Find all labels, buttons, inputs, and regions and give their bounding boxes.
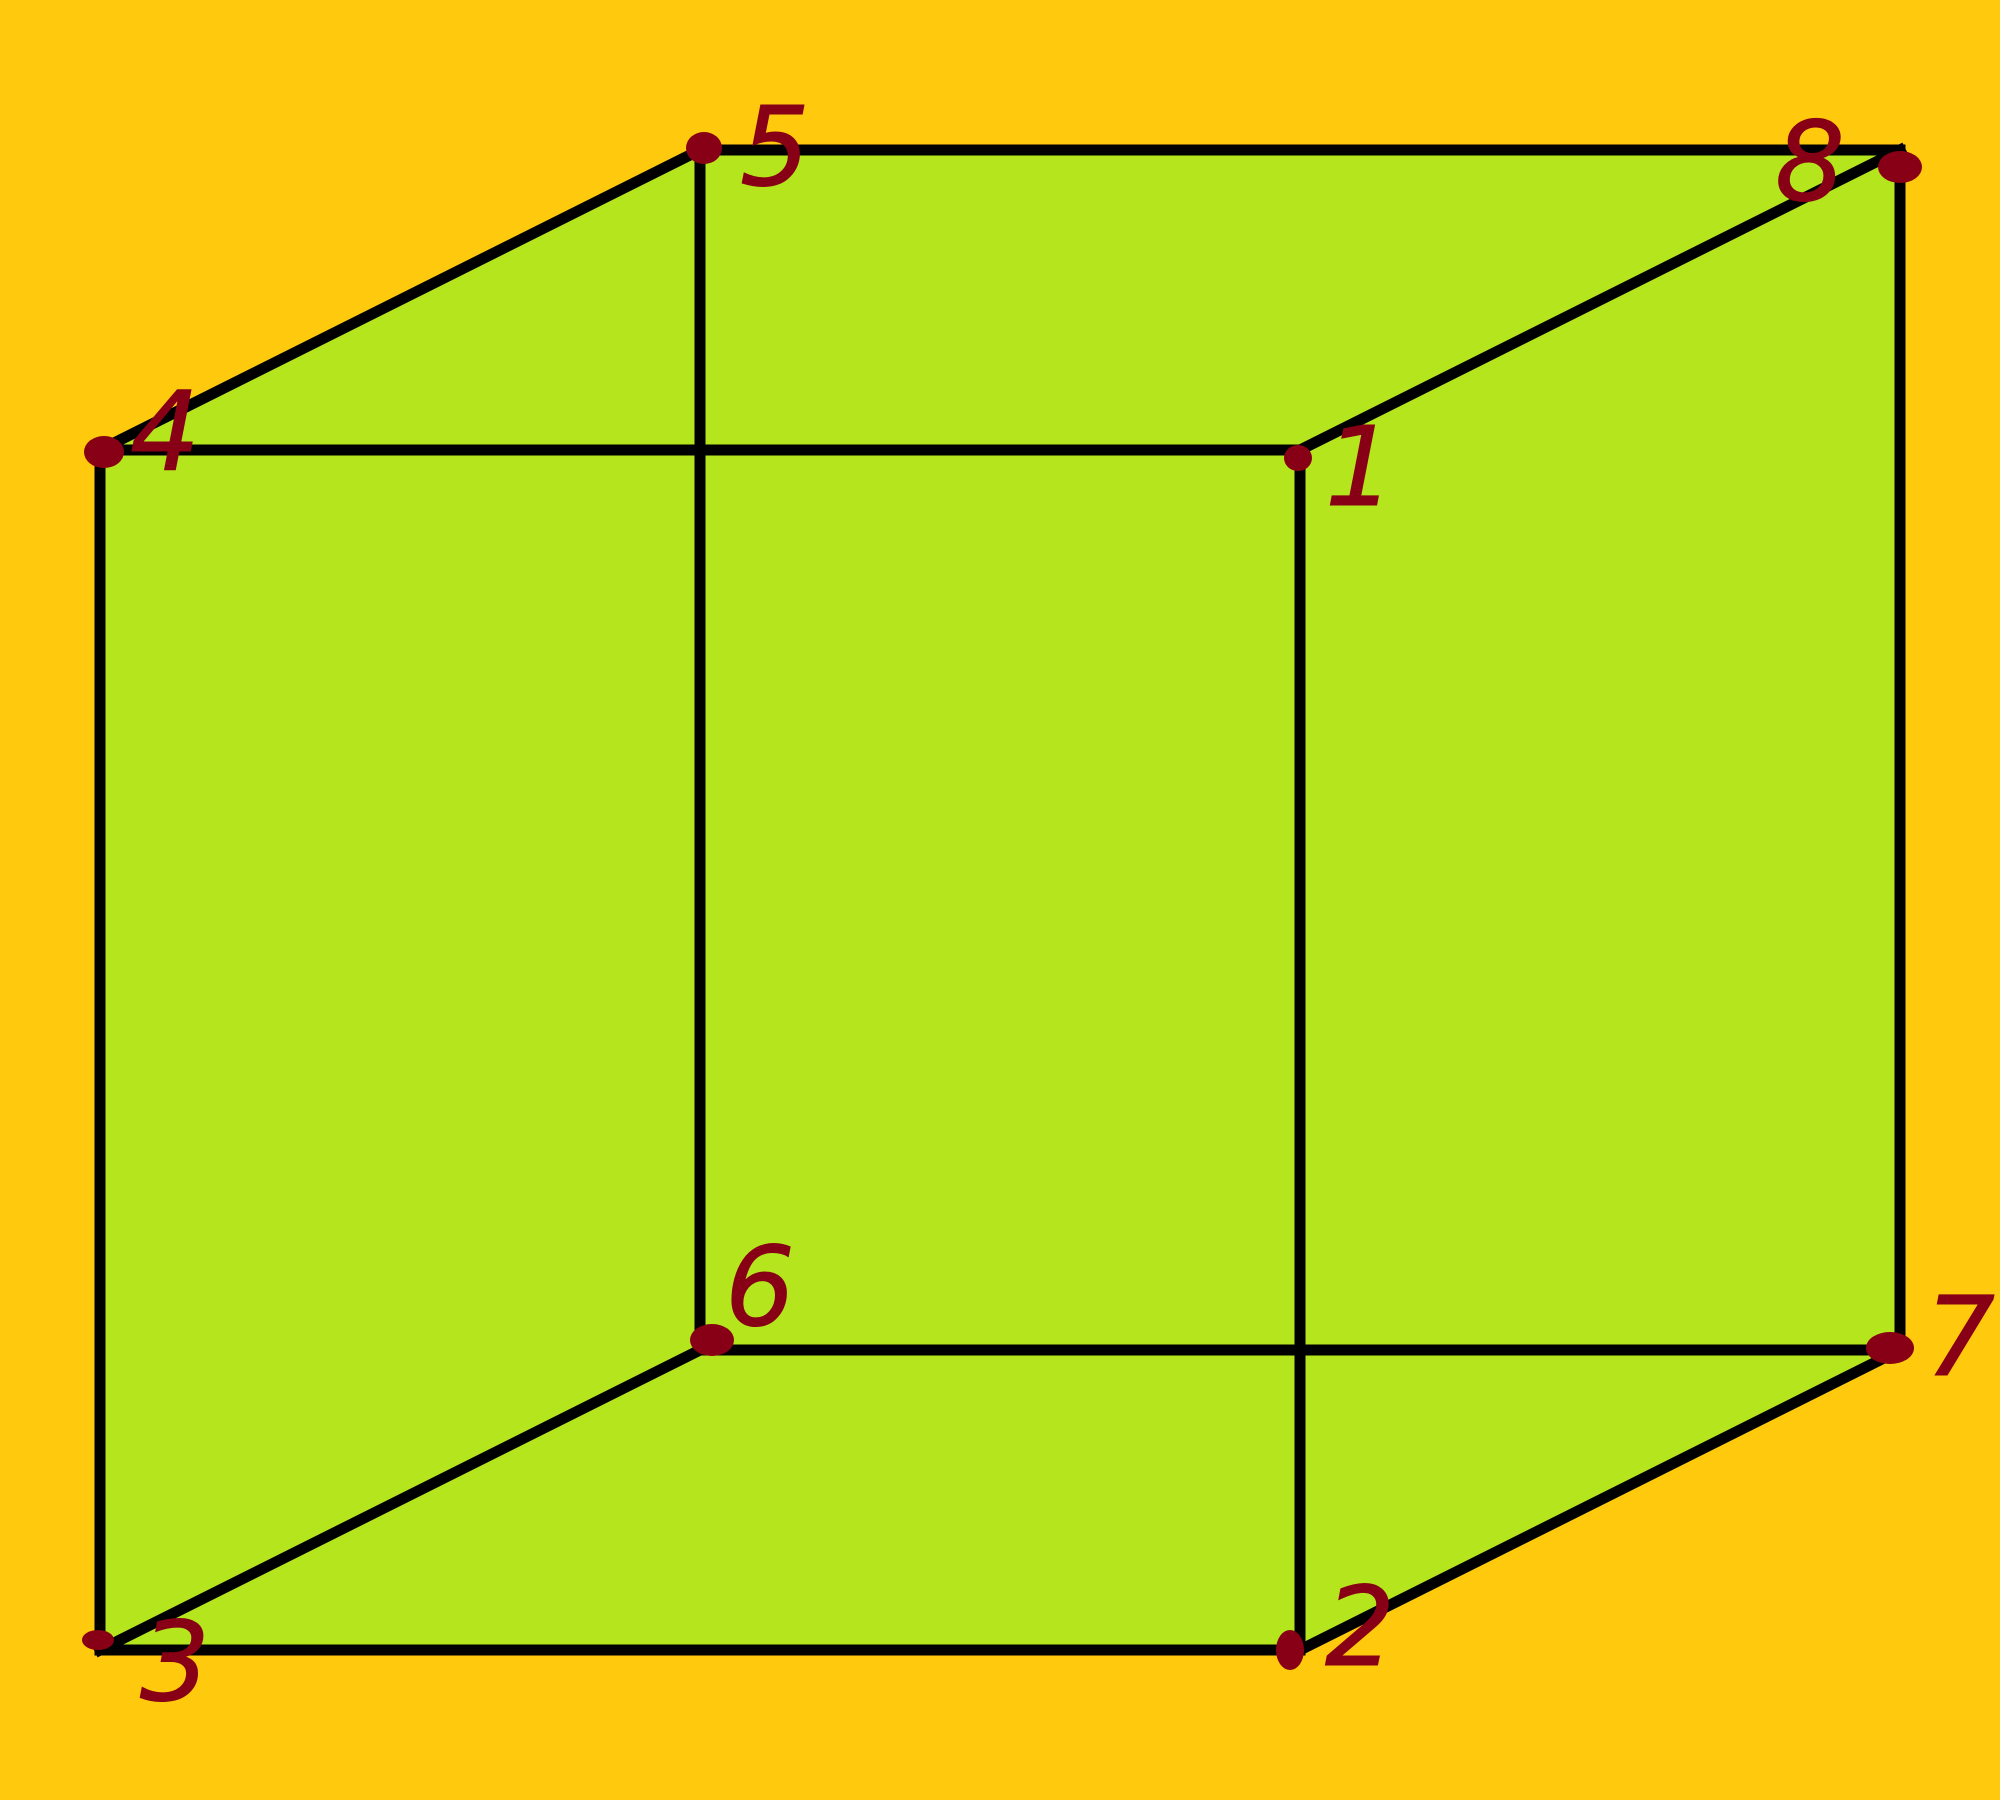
vertex-dot-8 [1878,151,1922,183]
vertex-label-3: 3 [140,1598,210,1726]
edge-3-6 [92,1342,708,1658]
edge-4-5 [92,142,708,458]
vertex-label-7: 7 [1925,1273,1995,1401]
vertex-label-6: 6 [725,1223,795,1351]
vertex-label-4: 4 [130,368,200,496]
vertex-dot-6 [690,1324,734,1356]
vertex-label-1: 1 [1325,403,1395,531]
vertex-dot-1 [1284,445,1312,471]
vertex-dot-7 [1866,1332,1914,1364]
vertex-dot-4 [84,436,124,468]
vertex-dot-5 [686,132,722,164]
vertex-label-8: 8 [1775,98,1845,226]
vertex-label-2: 2 [1325,1563,1395,1691]
vertex-dot-3 [82,1630,114,1650]
cube-fill [100,150,1900,1650]
vertex-dot-2 [1276,1630,1304,1670]
edge-1-8 [1292,142,1908,458]
edge-2-7 [1292,1342,1908,1658]
vertex-label-5: 5 [740,83,810,211]
